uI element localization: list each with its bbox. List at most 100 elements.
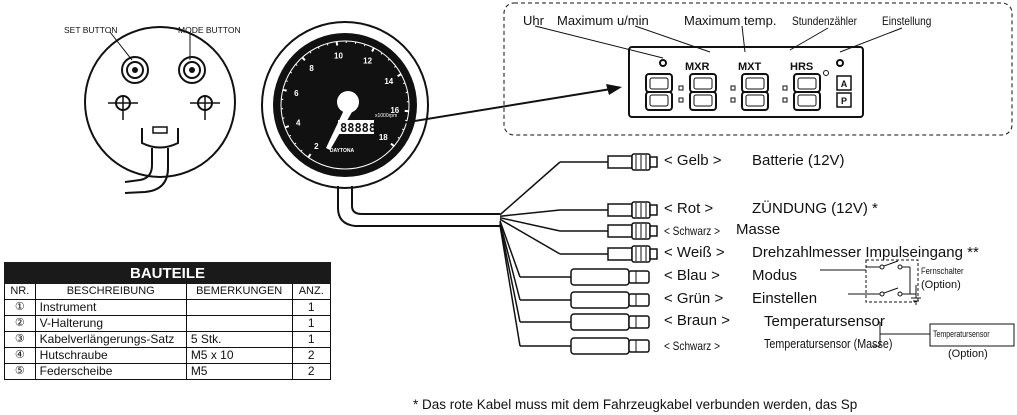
wire-function-label: Temperatursensor xyxy=(764,313,885,330)
set-button-knob xyxy=(121,56,149,84)
cell-nr: ⑤ xyxy=(4,363,36,380)
col-header-description: BESCHREIBUNG xyxy=(34,283,187,300)
bullet-connector xyxy=(607,224,633,238)
gauge-tick-label: 10 xyxy=(334,51,343,60)
cell-description: V-Halterung xyxy=(34,315,187,332)
gauge-lcd-digits: 88888 xyxy=(340,121,376,135)
cell-description: Instrument xyxy=(34,299,187,316)
lcd-colon-dot xyxy=(730,85,736,91)
rear-view xyxy=(84,26,236,194)
gauge-minor-tick xyxy=(326,43,329,46)
lcd-colon-dot xyxy=(782,97,788,103)
wire-harness xyxy=(499,153,880,355)
table-row: ④ Hutschraube M5 x 10 2 xyxy=(4,347,332,364)
wire-color-label: < Rot > xyxy=(664,200,714,217)
mode-button-label: MODE BUTTON xyxy=(178,25,241,35)
lcd-digit xyxy=(793,73,821,111)
cell-qty: 1 xyxy=(291,299,332,316)
gauge-minor-tick xyxy=(404,119,408,122)
gauge-minor-tick xyxy=(403,82,406,85)
cell-remarks: M5 x 10 xyxy=(185,347,293,364)
gauge-minor-tick xyxy=(284,126,288,128)
cell-qty: 1 xyxy=(291,315,332,332)
gauge-minor-tick xyxy=(288,134,292,137)
wire-line xyxy=(499,209,561,217)
wire-color-label: < Braun > xyxy=(664,312,730,329)
cell-remarks: 5 Stk. xyxy=(185,331,293,348)
sleeve-connector xyxy=(570,268,630,286)
wire-line xyxy=(499,223,521,323)
remote-switch-option: (Option) xyxy=(921,279,961,291)
wire-color-label: < Schwarz > xyxy=(664,339,721,353)
lcd-digit xyxy=(645,73,673,111)
mount-stud-right xyxy=(190,95,220,120)
lcd-digit xyxy=(741,73,769,111)
table-row: ② V-Halterung 1 xyxy=(4,315,332,332)
parts-table-title: BAUTEILE xyxy=(4,262,331,284)
temp-sensor-label: Temperatursensor xyxy=(933,329,990,339)
gauge-brand-label: DAYTONA xyxy=(330,148,355,154)
cell-description: Hutschraube xyxy=(34,347,187,364)
cell-remarks xyxy=(185,315,293,332)
callout-arrow xyxy=(377,84,622,128)
lcd-callout-box: MXR MXT HRS A P xyxy=(503,2,1013,136)
wire-line xyxy=(499,218,561,255)
gauge-minor-tick xyxy=(387,58,390,61)
wire-function-label: ZÜNDUNG (12V) * xyxy=(752,200,878,217)
col-header-remarks: BEMERKUNGEN xyxy=(185,283,293,300)
wire-function-label: Masse xyxy=(736,221,781,238)
lcd-am-letter: A xyxy=(841,79,848,89)
lcd-colon-dot xyxy=(782,85,788,91)
mxt-indicator: MXT xyxy=(738,61,762,73)
hrs-indicator: HRS xyxy=(790,61,813,73)
temp-sensor-option: (Option) xyxy=(948,348,988,360)
sleeve-connector xyxy=(570,291,630,309)
label-clock: Uhr xyxy=(523,13,544,28)
col-header-nr: NR. xyxy=(4,283,36,300)
wire-line xyxy=(499,220,521,278)
cell-nr: ③ xyxy=(4,331,36,348)
lcd-pm-letter: P xyxy=(841,96,847,106)
cell-qty: 2 xyxy=(291,363,332,380)
gauge-minor-tick xyxy=(401,128,405,131)
wire-line xyxy=(499,225,521,347)
col-header-qty: ANZ. xyxy=(291,283,332,300)
wire-color-label: < Schwarz > xyxy=(664,224,721,238)
cell-remarks: M5 xyxy=(185,363,293,380)
gauge-minor-tick xyxy=(285,80,288,82)
gauge-minor-tick xyxy=(289,71,293,74)
lcd-colon-dot xyxy=(730,97,736,103)
gauge-minor-tick xyxy=(392,144,395,147)
lcd-seven-segment-digits xyxy=(645,70,829,111)
gauge-tick-label: 2 xyxy=(314,142,319,151)
gauge-tick-label: 18 xyxy=(379,133,388,142)
lcd-colon-dot xyxy=(678,85,684,91)
wire-function-label: Temperatursensor (Masse) xyxy=(764,337,893,351)
remote-switch-label: Fernschalter xyxy=(921,266,964,276)
wire-line xyxy=(499,217,561,232)
lcd-degree-mark xyxy=(823,70,829,76)
gauge-tick-label: 8 xyxy=(309,64,314,73)
wire-function-label: Modus xyxy=(752,267,798,284)
gauge-tick-label: 16 xyxy=(390,106,399,115)
bullet-connector xyxy=(607,247,633,261)
gauge-minor-tick xyxy=(397,136,400,139)
cell-description: Kabelverlängerungs-Satz xyxy=(34,331,187,348)
wire-line xyxy=(499,161,561,216)
sleeve-connector xyxy=(570,313,630,331)
wire-color-label: < Grün > xyxy=(664,290,724,307)
temp-sensor-box xyxy=(879,322,1015,347)
wire-function-label: Drehzahlmesser Impulseingang ** xyxy=(752,244,979,261)
set-button-label: SET BUTTON xyxy=(64,25,118,35)
wire-function-label: Batterie (12V) xyxy=(752,152,845,169)
table-row: ③ Kabelverlängerungs-Satz 5 Stk. 1 xyxy=(4,331,332,348)
gauge-tick-label: 6 xyxy=(294,89,299,98)
label-hour-meter: Stundenzähler xyxy=(792,14,858,28)
bullet-connector xyxy=(607,203,633,217)
wire-line xyxy=(499,222,521,301)
gauge-minor-tick xyxy=(282,89,285,91)
